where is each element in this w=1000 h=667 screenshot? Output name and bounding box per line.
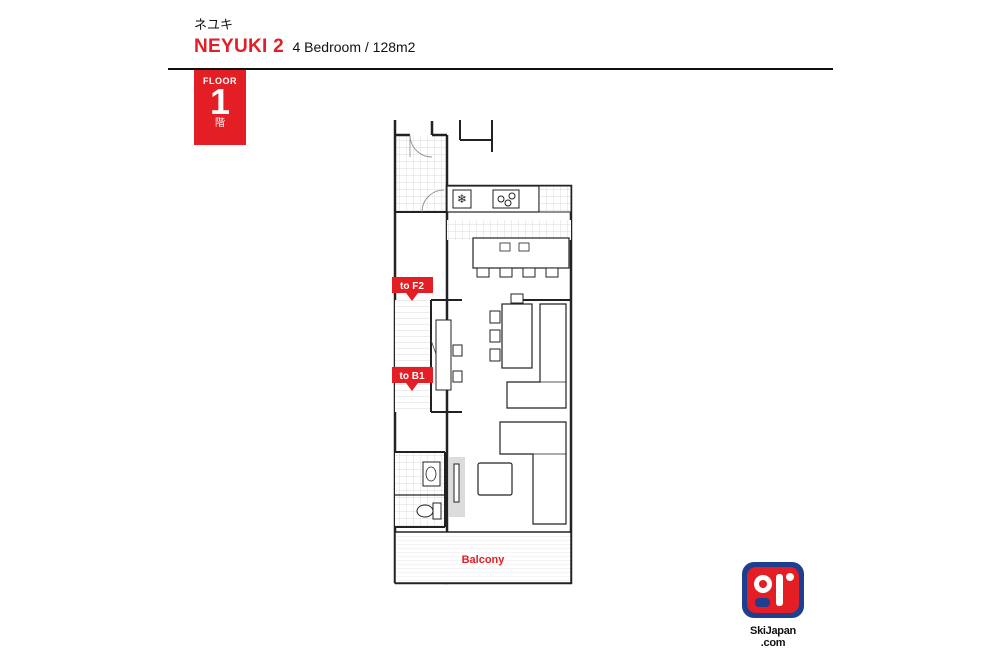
dining-chair [489, 348, 501, 362]
stair-down-marker: to B1 [392, 367, 433, 391]
page-title: NEYUKI 2 [194, 36, 285, 57]
dining-chair [489, 310, 501, 324]
kitchen-corner-tiles [538, 185, 572, 213]
l-shaped-sofa-lower [499, 421, 567, 525]
kitchen-island [472, 237, 570, 269]
stair-up-label: to F2 [400, 281, 424, 292]
stair-up-arrow-icon [406, 293, 418, 301]
sideboard-bench [435, 319, 452, 391]
floor-badge-label: FLOOR [203, 76, 237, 86]
sink-bowl [518, 242, 530, 252]
entry-area [393, 120, 493, 213]
kitchen-floor-tiles [447, 220, 571, 240]
header-divider [168, 68, 833, 70]
staircase [395, 299, 462, 413]
logo-text-line2: .com [760, 637, 786, 649]
toilet-icon [416, 504, 434, 518]
stair-down-arrow-icon [406, 383, 418, 391]
page-subtitle-japanese: ネユキ [194, 18, 234, 33]
coffee-table [477, 462, 513, 496]
bar-stool [545, 267, 559, 278]
cooktop [492, 189, 520, 209]
balcony-deck [394, 531, 572, 584]
bathroom [395, 451, 446, 528]
kitchen: ❄ [446, 185, 572, 278]
bar-stool [522, 267, 536, 278]
stair-down-badge [392, 367, 433, 383]
balcony: Balcony [394, 531, 572, 584]
dining-chair [510, 293, 524, 304]
skijapan-logo-mark-icon [742, 562, 804, 618]
dining-area [435, 293, 571, 409]
burner-icon [508, 192, 516, 200]
stair-up-marker: to F2 [392, 277, 433, 301]
toilet-tank [432, 502, 442, 520]
dining-chair [489, 329, 501, 343]
bench-stool [452, 344, 463, 357]
stair-down-label: to B1 [400, 371, 425, 382]
logo-text-line1: SkiJapan [750, 625, 796, 637]
wash-basin [422, 461, 441, 487]
bar-stool [476, 267, 490, 278]
bar-stool [499, 267, 513, 278]
fridge-icon: ❄ [457, 192, 467, 206]
burner-icon [504, 199, 512, 207]
dining-table [501, 303, 533, 369]
entry-tiles [395, 135, 447, 212]
sink-bowl [499, 242, 511, 252]
burner-icon [497, 195, 505, 203]
stair-up-badge [392, 277, 433, 293]
tv-icon [453, 463, 460, 503]
floor-badge: FLOOR 1 階 [194, 70, 246, 145]
bench-stool [452, 370, 463, 383]
basin-bowl-icon [425, 466, 437, 482]
bar-stools [476, 267, 559, 278]
balcony-label: Balcony [462, 554, 506, 566]
fridge [452, 189, 472, 209]
living-area [449, 421, 567, 525]
inner-door-swing [421, 189, 445, 213]
floor-badge-number: 1 [209, 81, 231, 122]
stair-treads [395, 300, 431, 412]
page-title-row: NEYUKI 2 4 Bedroom / 128m2 [194, 36, 415, 58]
floor-badge-kanji: 階 [215, 118, 225, 129]
page-subtitle: 4 Bedroom / 128m2 [292, 39, 416, 55]
skijapan-logo: SkiJapan .com [738, 560, 808, 649]
